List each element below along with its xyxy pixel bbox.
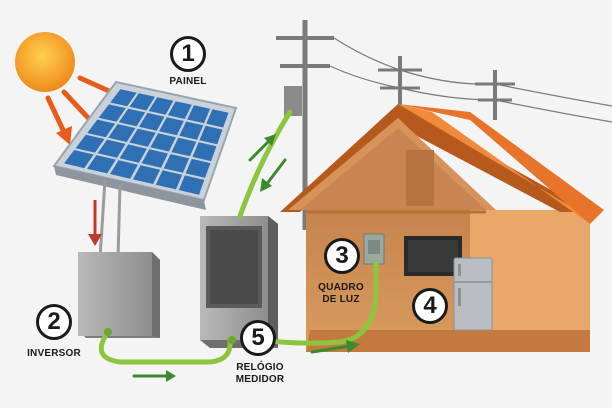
badge-refrigerator: 4 [412,288,448,324]
panel-cell [87,155,116,174]
solar-panel-icon [52,80,238,259]
panel-cell [163,154,190,173]
panel-cell [108,124,136,142]
panel-cell [139,112,165,131]
inverter-box-icon [78,252,160,338]
panel-cell [192,142,217,162]
label-meter-line2: MEDIDOR [235,374,285,385]
label-meter: RELÓGIO MEDIDOR [228,362,292,386]
panel-cell [132,165,161,184]
badge-panel: 1 [170,36,206,72]
breaker-panel-icon [363,233,385,265]
panel-cell [64,150,94,169]
panel-cells [64,89,229,195]
panel-cell [148,97,174,115]
flow-arrows [132,134,360,382]
panel-cell [150,133,176,152]
panel-cell [98,104,126,122]
panel-cell [97,139,126,158]
badge-meter: 5 [240,320,276,356]
label-meter-line1: RELÓGIO [236,362,284,373]
panel-cell [171,137,197,157]
meter-cabinet-icon [200,216,278,348]
panel-cell [167,101,192,119]
label-breaker-panel-line1: QUADRO [318,282,364,293]
panel-cell [75,134,105,153]
panel-cell [87,119,116,138]
label-breaker-panel-line2: DE LUZ [322,294,360,305]
badge-breaker-panel: 3 [324,238,360,274]
panel-cell [110,160,138,179]
label-panel: PAINEL [169,76,207,87]
panel-cell [129,93,155,111]
badge-inverter: 2 [36,304,72,340]
panel-cell [178,175,205,195]
panel-cell [110,89,137,107]
panel-cell [129,128,156,147]
label-inverter: INVERSOR [27,348,81,359]
cables [98,109,379,365]
down-arrow [88,200,102,246]
label-breaker-panel: QUADRO DE LUZ [312,282,370,306]
panel-cell [155,170,183,190]
refrigerator-icon [453,257,493,331]
panel-cell [118,108,146,127]
panel-cell [206,109,229,128]
sun-icon [15,32,75,92]
panel-cell [141,149,168,168]
panel-cell [185,158,211,178]
panel-cell [119,144,147,163]
panel-cell [179,121,204,140]
panel-cell [187,105,211,124]
panel-cell [199,125,223,145]
panel-cell [159,117,184,136]
